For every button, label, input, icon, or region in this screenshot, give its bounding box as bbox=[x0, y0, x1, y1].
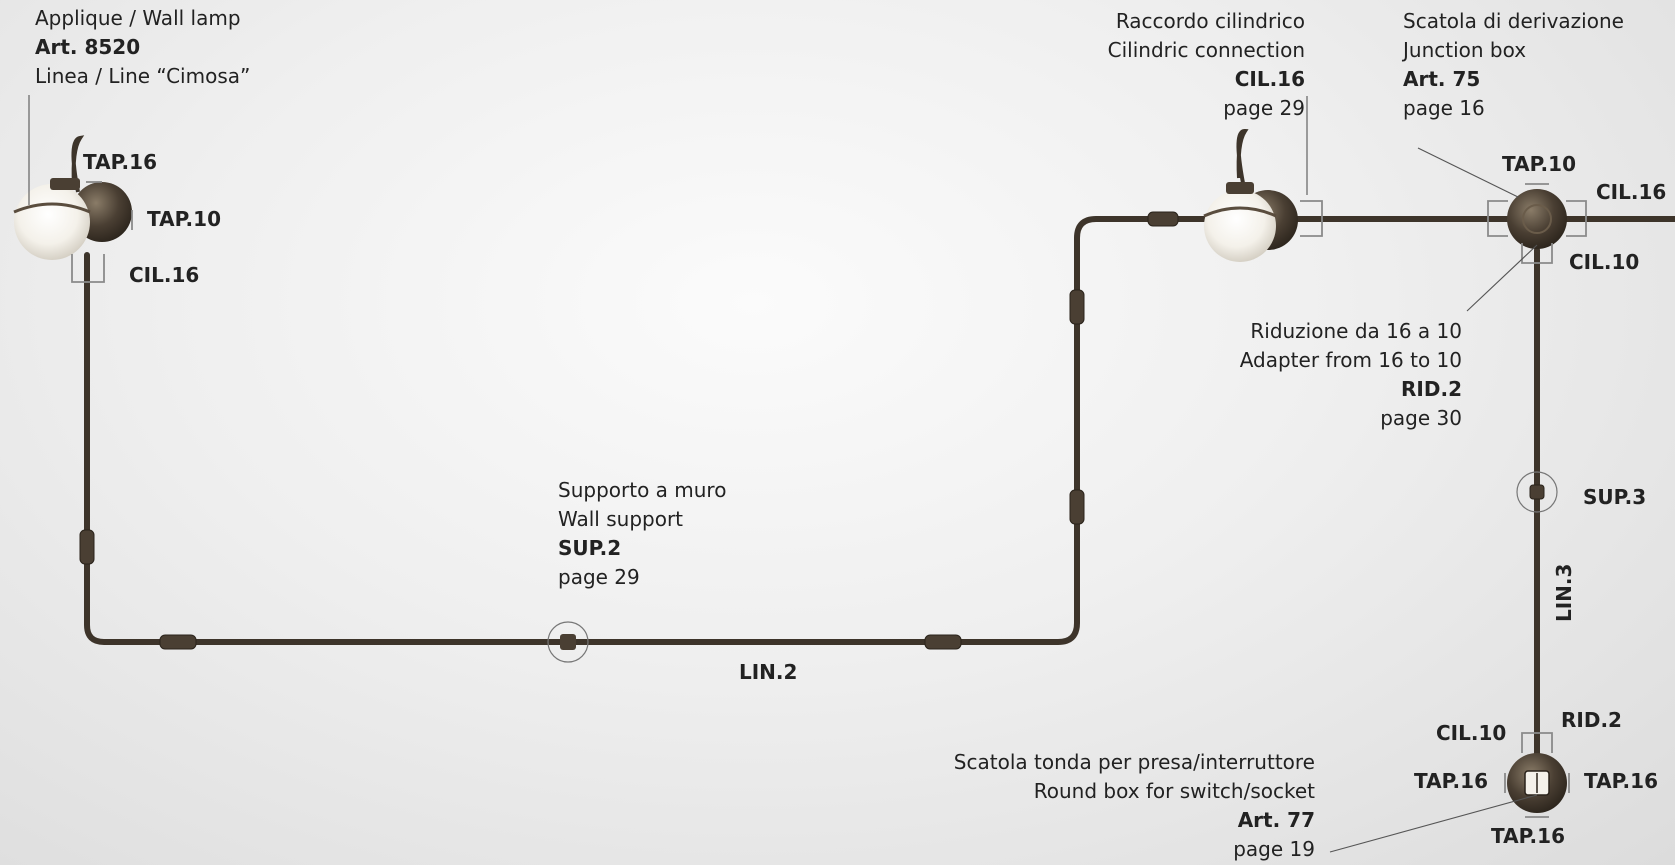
adapter-en: Adapter from 16 to 10 bbox=[1239, 348, 1462, 372]
tag-box-rid2: RID.2 bbox=[1561, 708, 1622, 732]
junction-page: page 16 bbox=[1403, 96, 1485, 120]
support-code: SUP.2 bbox=[558, 536, 622, 560]
conduit-lin2 bbox=[84, 216, 1675, 763]
junction-callout: Scatola di derivazione Junction box Art.… bbox=[1403, 7, 1624, 123]
wall-lamp-icon bbox=[1203, 129, 1298, 262]
tag-sup3: SUP.3 bbox=[1583, 485, 1647, 509]
support-it: Supporto a muro bbox=[558, 478, 727, 502]
support-page: page 29 bbox=[558, 565, 640, 589]
adapter-page: page 30 bbox=[1380, 406, 1462, 430]
lamp-art: Art. 8520 bbox=[35, 35, 141, 59]
connection-page: page 29 bbox=[1223, 96, 1305, 120]
tag-junction-tap10: TAP.10 bbox=[1502, 152, 1576, 176]
tag-box-tap16-left: TAP.16 bbox=[1414, 769, 1488, 793]
connection-code: CIL.16 bbox=[1234, 67, 1305, 91]
lamp-callout: Applique / Wall lamp Art. 8520 Linea / L… bbox=[35, 4, 250, 91]
wall-support-icon bbox=[547, 621, 589, 663]
roundbox-it: Scatola tonda per presa/interruttore bbox=[953, 750, 1315, 774]
tag-lamp-cil16: CIL.16 bbox=[129, 263, 200, 287]
tag-box-cil10: CIL.10 bbox=[1436, 721, 1507, 745]
junction-box-icon bbox=[1507, 189, 1567, 249]
adapter-code: RID.2 bbox=[1401, 377, 1462, 401]
sup3-marker bbox=[1516, 471, 1558, 513]
round-box-icon bbox=[1507, 753, 1567, 813]
adapter-it: Riduzione da 16 a 10 bbox=[1250, 319, 1462, 343]
support-callout: Supporto a muro Wall support SUP.2 page … bbox=[558, 476, 726, 592]
junction-it: Scatola di derivazione bbox=[1403, 9, 1624, 33]
tag-box-tap16-right: TAP.16 bbox=[1584, 769, 1658, 793]
connection-it: Raccordo cilindrico bbox=[1115, 9, 1305, 33]
tag-junction-cil10: CIL.10 bbox=[1569, 250, 1640, 274]
junction-en: Junction box bbox=[1403, 38, 1527, 62]
junction-art: Art. 75 bbox=[1403, 67, 1481, 91]
roundbox-page: page 19 bbox=[1233, 837, 1315, 861]
connection-en: Cilindric connection bbox=[1107, 38, 1305, 62]
lamp-name: Applique / Wall lamp bbox=[35, 6, 241, 30]
roundbox-callout: Scatola tonda per presa/interruttore Rou… bbox=[954, 748, 1315, 864]
roundbox-art: Art. 77 bbox=[1237, 808, 1315, 832]
lamp-line: Linea / Line “Cimosa” bbox=[35, 64, 251, 88]
adapter-callout: Riduzione da 16 a 10 Adapter from 16 to … bbox=[1240, 317, 1462, 433]
roundbox-en: Round box for switch/socket bbox=[1033, 779, 1315, 803]
connection-callout: Raccordo cilindrico Cilindric connection… bbox=[1108, 7, 1305, 123]
tag-lin2: LIN.2 bbox=[739, 660, 798, 684]
fitting-brackets bbox=[71, 181, 1587, 818]
couplers bbox=[79, 211, 1545, 650]
tag-lamp-tap16: TAP.16 bbox=[83, 150, 157, 174]
tag-lin3: LIN.3 bbox=[1552, 563, 1576, 622]
tag-junction-cil16: CIL.16 bbox=[1596, 180, 1667, 204]
tag-box-tap16-bottom: TAP.16 bbox=[1491, 824, 1565, 848]
leader-lines bbox=[28, 95, 1538, 853]
support-en: Wall support bbox=[558, 507, 684, 531]
tag-lamp-tap10: TAP.10 bbox=[147, 207, 221, 231]
wall-lamp-icon bbox=[13, 135, 132, 260]
